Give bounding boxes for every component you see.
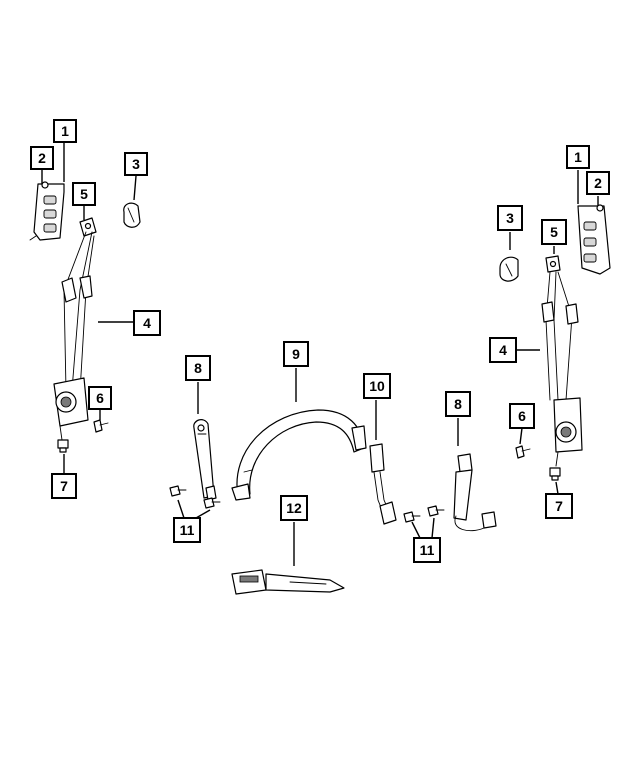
right-turning-loop [545,255,561,273]
callout-label: 4 [499,342,507,358]
right-height-adjuster [577,204,611,275]
left-retractor [53,377,89,441]
right-bolt [515,445,531,459]
callout-label: 3 [132,156,140,172]
callout-10: 10 [363,373,391,399]
center-lap-buckle [231,569,345,595]
left-shoulder-belt-assembly [29,181,141,453]
right-retractor [553,397,583,467]
center-lap-belt [231,409,367,501]
callout-2-left: 2 [30,146,54,170]
right-cover [499,256,519,282]
callout-label: 1 [61,123,69,139]
callout-label: 7 [555,498,563,514]
left-height-adjuster [29,181,65,241]
callout-11-left: 11 [173,517,201,543]
callout-label: 8 [454,396,462,412]
callout-3-left: 3 [124,152,148,176]
callout-3-right: 3 [497,205,523,231]
callout-8-right: 8 [445,391,471,417]
callout-label: 8 [194,360,202,376]
callout-label: 5 [80,186,88,202]
callout-label: 2 [38,150,46,166]
callout-7-right: 7 [545,493,573,519]
callout-5-left: 5 [72,182,96,206]
callout-1-left: 1 [53,119,77,143]
callout-label: 10 [369,378,385,394]
callout-6-right: 6 [509,403,535,429]
callout-label: 1 [574,149,582,165]
callout-label: 12 [286,500,302,516]
callout-5-right: 5 [541,219,567,245]
left-buckle-bolts [169,485,221,509]
callout-label: 3 [506,210,514,226]
callout-4-left: 4 [133,310,161,336]
callout-label: 11 [420,542,435,558]
right-anchor-bolt [549,467,561,481]
callout-label: 9 [292,346,300,362]
leader-lines [41,142,599,566]
callout-label: 4 [143,315,151,331]
callout-label: 5 [550,224,558,240]
callout-11-right: 11 [413,537,441,563]
center-retractor [369,443,397,525]
right-buckle [453,453,497,532]
left-turning-loop [79,217,97,237]
right-shoulder-belt-assembly [499,204,611,481]
callout-2-right: 2 [586,171,610,195]
callout-8-left: 8 [185,355,211,381]
callout-7-left: 7 [51,473,77,499]
left-cover [123,202,141,228]
callout-label: 6 [96,390,104,406]
callout-4-right: 4 [489,337,517,363]
callout-9: 9 [283,341,309,367]
callout-label: 7 [60,478,68,494]
callout-label: 6 [518,408,526,424]
left-buckle [193,419,217,501]
left-bolt [93,419,109,433]
callout-1-right: 1 [566,145,590,169]
callout-6-left: 6 [88,386,112,410]
left-anchor-bolt [57,439,69,453]
callout-label: 2 [594,175,602,191]
callout-label: 11 [180,522,195,538]
right-buckle-bolts [403,505,445,523]
callout-12: 12 [280,495,308,521]
